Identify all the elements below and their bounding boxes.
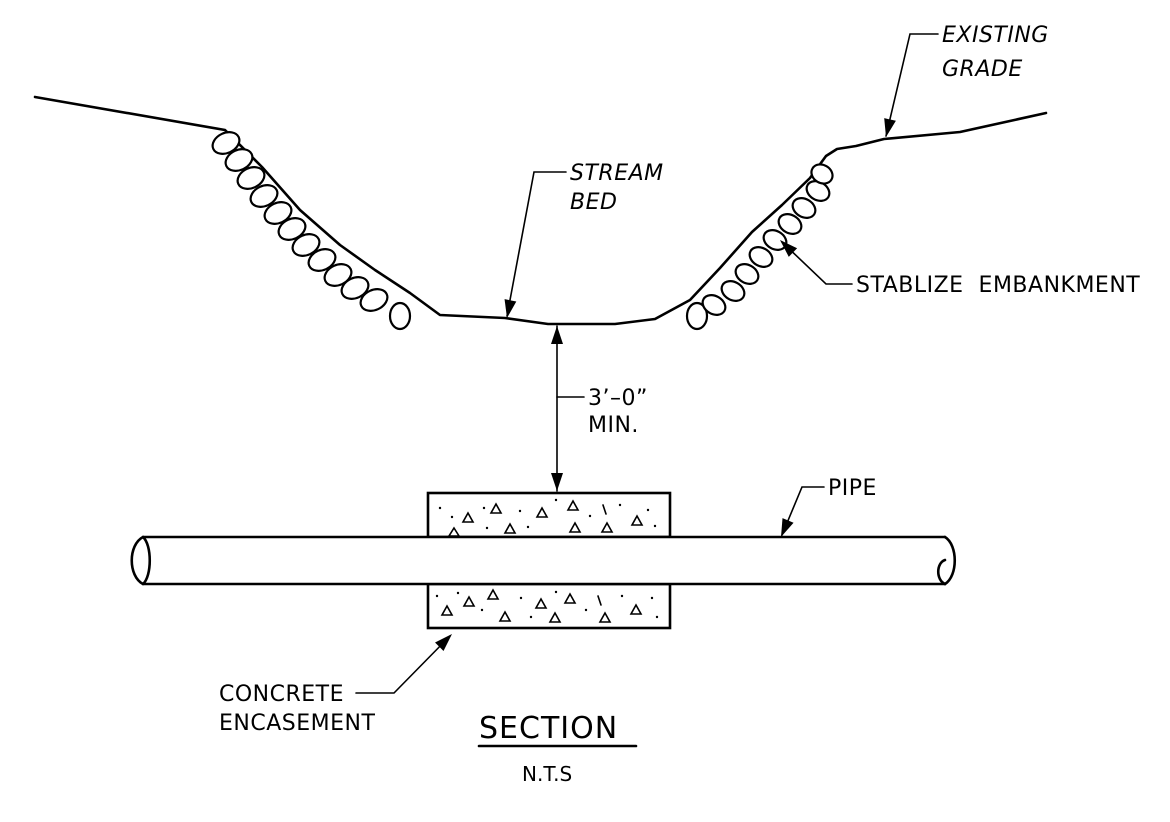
leader-stabilize-embankment (775, 235, 853, 285)
label-clearance-line2: MIN. (588, 413, 639, 438)
label-concrete-encasement-line2: ENCASEMENT (219, 711, 375, 736)
label-existing-grade-line2: GRADE (942, 57, 1023, 82)
riprap-left (211, 131, 412, 331)
section-scale: N.T.S (522, 762, 572, 786)
label-clearance-line1: 3’–0” (588, 386, 648, 411)
label-stream-bed-line2: BED (570, 190, 617, 215)
section-title: SECTION (479, 711, 618, 746)
ground-profile (33, 95, 1048, 326)
label-stream-bed-line1: STREAM (570, 161, 664, 186)
leader-existing-grade (880, 33, 939, 139)
pipe (130, 535, 957, 586)
leader-stream-bed (501, 171, 567, 320)
label-concrete-encasement-line1: CONCRETE (219, 682, 344, 707)
concrete-encasement-top (426, 491, 672, 539)
leader-pipe (775, 486, 825, 540)
concrete-aggregate (435, 498, 659, 623)
riprap-right (685, 163, 834, 331)
label-existing-grade-line1: EXISTING (942, 23, 1049, 48)
clearance-dimension (551, 325, 585, 492)
label-pipe: PIPE (828, 476, 877, 501)
label-stabilize-embankment: STABLIZE EMBANKMENT (856, 273, 1140, 298)
leader-concrete-encasement (355, 629, 457, 694)
